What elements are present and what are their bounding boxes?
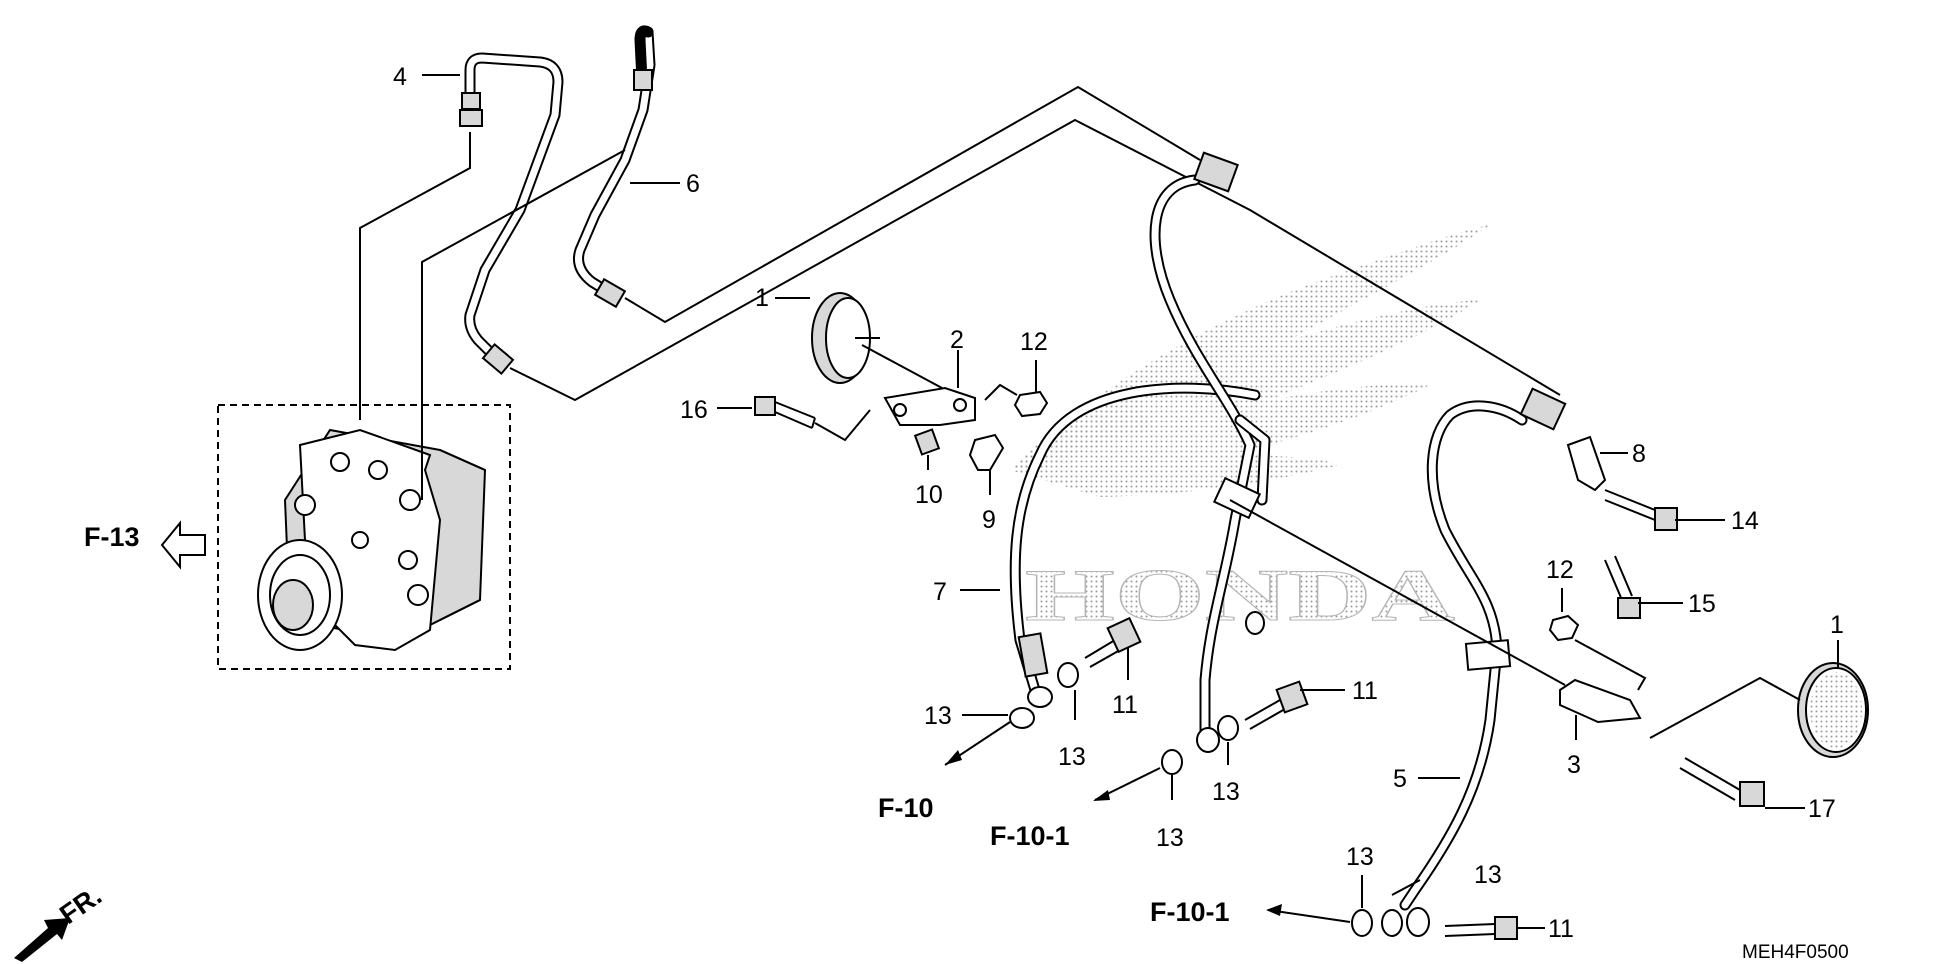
bracket-8: [1566, 435, 1607, 492]
ref-f10-1-a[interactable]: F-10-1: [990, 821, 1070, 851]
leader-abs-pipe: [359, 132, 471, 420]
callout-16: 16: [680, 396, 708, 424]
callout-11-c: 11: [1548, 915, 1574, 943]
callout-13-b: 13: [1058, 743, 1086, 771]
bracket-2: [883, 386, 976, 426]
brake-pipe-6: [573, 25, 656, 309]
clamp-9: [968, 433, 1005, 471]
brake-pipe-4: [459, 52, 564, 376]
callout-1-left: 1: [755, 284, 769, 312]
bolt-17: [1679, 757, 1765, 807]
callout-1-right: 1: [1830, 611, 1844, 639]
leader-pipe4-upper: [509, 118, 1561, 402]
callout-13-e: 13: [1346, 843, 1374, 871]
diagram-code: MEH4F0500: [1742, 942, 1849, 963]
bolt-16: [754, 396, 816, 429]
honda-wing-watermark: HONDA: [1010, 225, 1490, 638]
bolt-11-b: [1244, 680, 1309, 730]
nut-12-left: [1013, 390, 1049, 418]
arrow-f10-icon: [945, 750, 962, 765]
callout-10: 10: [915, 481, 943, 509]
callout-14: 14: [1731, 507, 1759, 535]
leader-pipe6-upper: [624, 85, 1201, 324]
callout-13-c: 13: [1212, 778, 1240, 806]
abs-modulator: [257, 428, 487, 652]
bracket-3: [1559, 678, 1642, 724]
callout-17: 17: [1808, 795, 1836, 823]
arrow-f101a-icon: [1093, 790, 1110, 801]
bolt-14: [1604, 489, 1678, 531]
brake-hose-center: [1149, 151, 1271, 753]
callout-12-left: 12: [1020, 328, 1048, 356]
honda-watermark-text: HONDA: [1025, 555, 1455, 637]
callout-5: 5: [1393, 765, 1407, 793]
leader-bracket-3: [1229, 499, 1566, 686]
bolt-11-a: [1084, 616, 1142, 668]
leader-cap1: [861, 344, 956, 396]
leader-bolt16: [814, 409, 871, 442]
arrow-f101b-icon: [1266, 904, 1282, 916]
leader-abs-pipe2: [421, 149, 626, 500]
arrow-f13-icon: [160, 520, 206, 570]
ref-f10[interactable]: F-10: [878, 793, 934, 823]
cap-1-right: [1797, 662, 1869, 758]
leader-nut12: [984, 383, 1018, 401]
abs-modulator-box: [217, 404, 511, 670]
brake-hose-7: [1009, 382, 1261, 708]
bolt-11-c: [1444, 916, 1518, 940]
arrow-f101b-line: [1267, 909, 1351, 923]
brake-hose-5: [1399, 387, 1567, 937]
bolt-15: [1604, 555, 1641, 619]
ref-f10-1-b[interactable]: F-10-1: [1150, 897, 1230, 927]
collar-10: [913, 428, 941, 456]
callout-13-a: 13: [924, 702, 952, 730]
callout-9: 9: [982, 506, 996, 534]
callout-12-right: 12: [1546, 556, 1574, 584]
callout-4: 4: [393, 63, 407, 91]
ref-f13[interactable]: F-13: [84, 522, 140, 552]
callouts: 4 6 1 2 12 16 10 9 7 11 13 13 11 13 13 8…: [393, 63, 1844, 943]
leader-nut12-right: [1574, 639, 1647, 691]
cap-1-left: [811, 292, 880, 384]
callout-2: 2: [950, 326, 964, 354]
callout-7: 7: [933, 578, 947, 606]
callout-11-b: 11: [1352, 677, 1378, 705]
washers-13: [1009, 611, 1403, 937]
leader-cap1-right: [1649, 676, 1801, 739]
callout-11-a: 11: [1112, 691, 1138, 719]
front-arrow-icon: [14, 918, 70, 962]
callout-8: 8: [1632, 440, 1646, 468]
callout-6: 6: [686, 170, 700, 198]
callout-3: 3: [1567, 751, 1581, 779]
callout-15: 15: [1688, 590, 1716, 618]
nut-12-right: [1548, 614, 1580, 642]
callout-13-d: 13: [1156, 824, 1184, 852]
callout-13-f: 13: [1474, 861, 1502, 889]
